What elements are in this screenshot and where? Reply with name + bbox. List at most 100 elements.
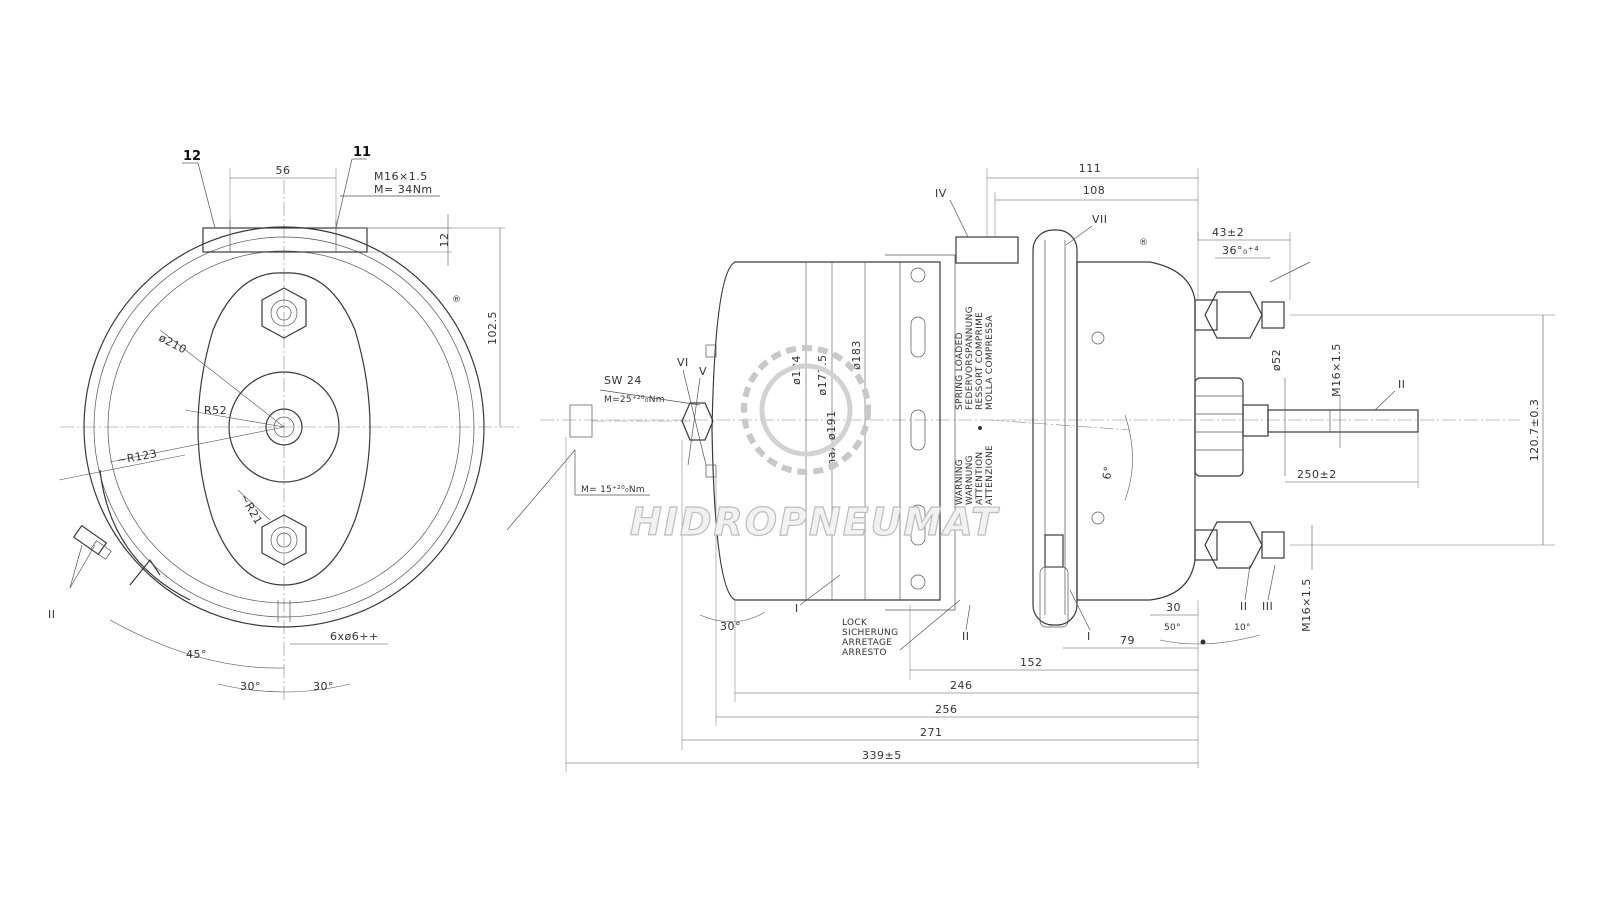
a30-left-label: 30° [240,680,261,693]
r21-leader [237,489,271,521]
callout-12: 12 [183,149,201,164]
clamp-ring-vii [1032,229,1078,626]
watermark: HIDROPNEUMAT [629,345,1000,545]
mounting-plate [197,272,371,586]
a30-label: 30° [720,620,741,633]
r123-leader [109,426,285,463]
a45-arc [109,619,285,669]
front-torque-label: M= 34Nm [374,183,433,196]
a50-arc [1159,634,1261,645]
front-view: 56 12 11 M16×1.5 M= 34Nm 12 102.5 ® ø210… [48,145,520,700]
spring-marker-dot [978,426,982,430]
warning-line-1: WARNING [955,459,965,505]
warning-line-4: ATTENZIONE [985,445,995,505]
lock-line-2: SICHERUNG [842,628,898,638]
label-vi: VI [677,356,689,369]
band-clamp-left [99,469,191,601]
slot-5 [910,574,926,590]
a30-arc [699,611,766,623]
d120-label: 120.7±0.3 [1528,399,1541,462]
dthread1-label: M16×1.5 [1330,343,1343,397]
d250-label: 250±2 [1297,468,1337,481]
warning-line-3: ATTENTION [975,452,985,505]
spring-line-3: RESSORT COMPRIME [975,312,985,410]
label-ii-rod: II [1398,378,1406,391]
d124-label: ø124 [790,355,803,385]
a45-label: 45° [186,648,207,661]
lock-bolt [1044,534,1064,568]
d271-label: 271 [920,726,943,739]
label-i-left-leader [799,574,841,606]
side-bolt-lower [1091,511,1105,525]
lock-line-3: ARRETAGE [842,638,892,648]
callout-11-leader [335,158,353,229]
chamber-clamp-plate [885,254,956,611]
center-bore-outer [265,408,303,446]
front-angle-ray [58,454,186,481]
side-registered-mark: ® [1139,238,1148,248]
release-bolt [569,344,717,478]
label-v: V [699,365,707,378]
lock-leader [899,599,961,651]
label-ii-port: II [1240,600,1248,613]
d246-label: 246 [950,679,973,692]
r52-label: R52 [204,404,227,417]
d256-label: 256 [935,703,958,716]
side-view: SPRING LOADED FEDERVORSPANNUNG RESSORT C… [506,162,1555,772]
warning-line-2: WARNUNG [965,455,975,505]
clamp-bolt-ear [129,558,161,586]
label-i-right: I [1087,630,1091,643]
push-rod [1267,409,1419,433]
label-vii-leader [1065,225,1093,246]
front-ii-leader-b [69,544,83,589]
callout-12-leader [197,162,216,229]
d12-label: 12 [438,233,451,248]
center-hub-circle [228,371,340,483]
label-iii: III [1262,600,1273,613]
d210-leader [159,329,285,428]
warning-text: WARNING WARNUNG ATTENTION ATTENZIONE [955,445,995,505]
r123-label: ~R123 [116,447,158,467]
housing-flange-circle [93,236,475,618]
upper-mounting-nut [261,287,307,339]
lock-line-4: ARRESTO [842,648,887,658]
center-bore-inner [273,416,295,438]
label-i-left: I [795,602,799,615]
dmax-label: max.ø191 [825,410,838,469]
spring-line-4: MOLLA COMPRESSA [985,315,995,410]
front-registered-mark: ® [452,295,461,305]
r52-leader [184,409,285,428]
d6deg-label: 6° [1100,465,1115,481]
r21-label: ~R21 [237,492,265,527]
spring-line-2: FEDERVORSPANNUNG [965,306,975,410]
d79-label: 79 [1120,634,1135,647]
label-iii-leader [1267,564,1276,601]
outer-housing-circle [83,226,485,628]
label-iv-leader [949,199,969,238]
watermark-text: HIDROPNEUMAT [630,500,1000,544]
d30-label: 30 [1166,601,1181,614]
service-chamber-body [1076,261,1196,601]
watermark-gear-icon [741,345,871,475]
fitting-leader-top [1269,261,1311,283]
slot-1 [910,267,926,283]
angle-vertex-dot [1200,639,1206,645]
label-i-right-leader [1069,589,1091,631]
front-ii-label: II [48,608,56,621]
holes-label: 6xø6++ [330,630,379,643]
torque-top-leader [599,389,701,406]
front-port-fitting [72,524,112,560]
label-ii-port-leader [1244,564,1251,601]
label-iv: IV [935,187,947,200]
d102-label: 102.5 [486,311,499,345]
d43-label: 43±2 [1212,226,1244,239]
d56-label: 56 [276,164,291,177]
label-vii: VII [1092,213,1108,226]
a30-arc [217,683,351,693]
slot-4 [910,504,926,546]
label-v-leader [687,377,701,466]
label-ii-lock-leader [965,604,971,631]
d1735-label: ø173.5 [816,354,829,395]
a10-label: 10° [1234,623,1251,633]
